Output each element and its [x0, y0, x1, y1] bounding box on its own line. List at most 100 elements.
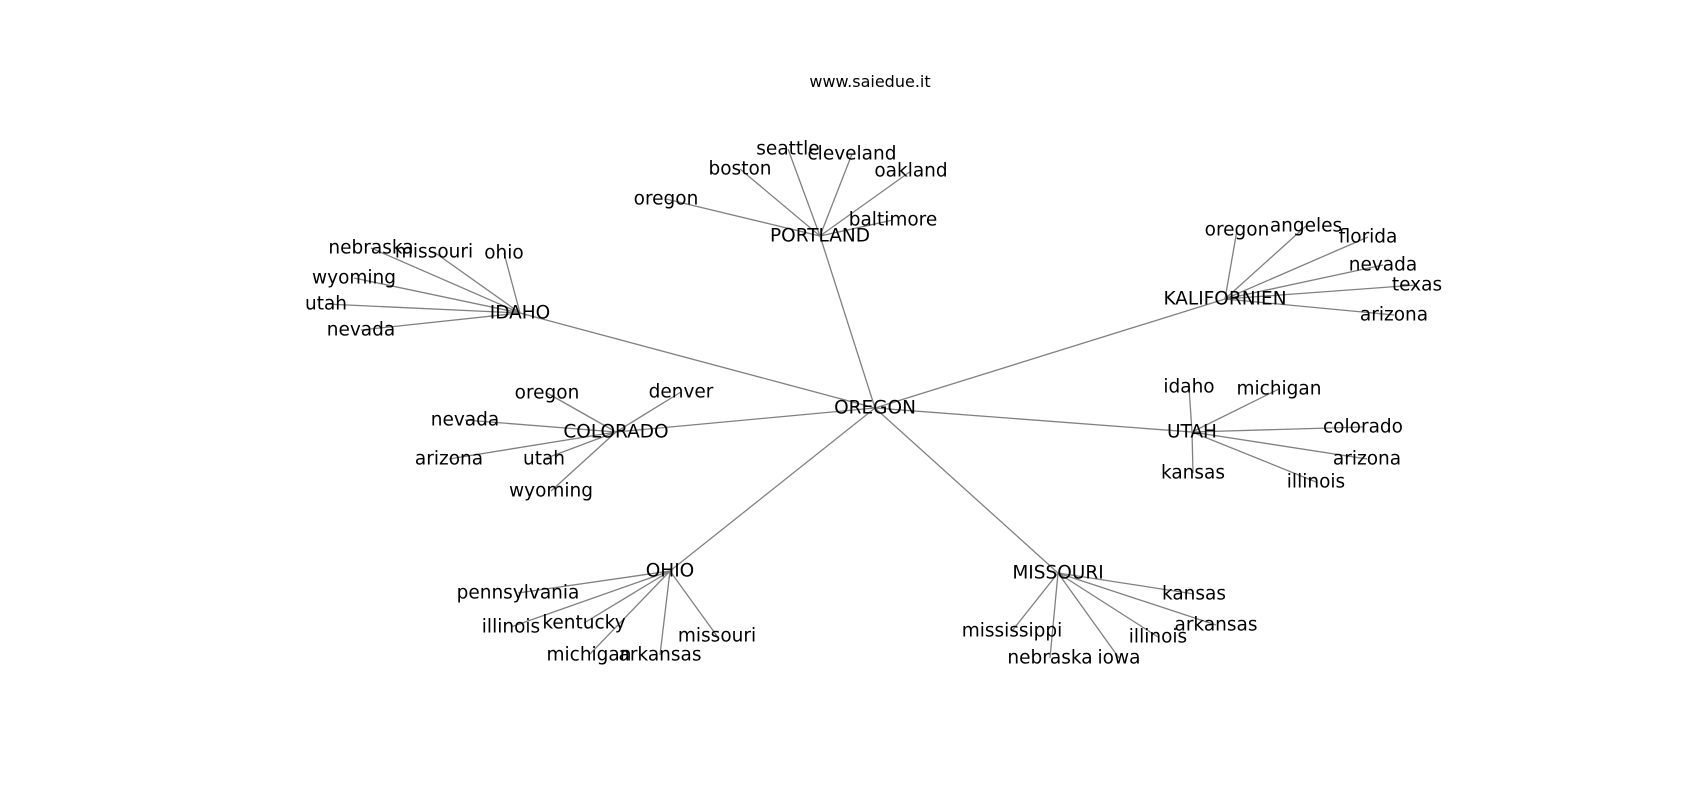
edge-missouri-illinois: [1057, 572, 1159, 638]
hub-node-label-ohio: OHIO: [646, 561, 695, 582]
edge-missouri-nebraska: [1049, 572, 1059, 659]
edge-utah-colorado: [1191, 426, 1364, 433]
leaf-node-label-portland-oakland: oakland: [874, 161, 947, 182]
leaf-node-label-kalifornien-texas: texas: [1392, 275, 1442, 296]
edge-ohio-arkansas: [659, 570, 671, 656]
leaf-node-label-utah-michigan: michigan: [1236, 379, 1321, 400]
leaf-node-label-idaho-wyoming: wyoming: [312, 268, 396, 289]
edge-colorado-oregon: [546, 392, 617, 433]
leaf-node-label-kalifornien-nevada: nevada: [1349, 255, 1417, 276]
edge-colorado-nevada: [464, 419, 617, 433]
leaf-node-label-ohio-michigan: michigan: [546, 645, 631, 666]
leaf-node-label-idaho-missouri: missouri: [395, 242, 473, 263]
leaf-node-label-portland-cleveland: cleveland: [808, 144, 897, 165]
edge-idaho-nevada: [360, 312, 521, 331]
edge-kalifornien-oregon: [1224, 229, 1238, 300]
leaf-node-label-utah-illinois: illinois: [1287, 472, 1345, 493]
leaf-node-label-kalifornien-angeles: angeles: [1270, 216, 1342, 237]
edge-idaho-wyoming: [353, 277, 521, 314]
leaf-node-label-portland-seattle: seattle: [756, 139, 819, 160]
edge-kalifornien-florida: [1224, 236, 1369, 300]
edge-utah-illinois: [1191, 431, 1317, 483]
edge-portland-seattle: [787, 148, 821, 237]
hub-node-label-utah: UTAH: [1167, 422, 1217, 443]
edge-portland-oakland: [819, 170, 912, 237]
hub-node-label-portland: PORTLAND: [770, 226, 870, 247]
leaf-node-label-kalifornien-oregon: oregon: [1205, 220, 1270, 241]
edge-kalifornien-nevada: [1224, 264, 1384, 300]
edge-utah-michigan: [1191, 388, 1280, 433]
edge-root-colorado: [615, 407, 876, 433]
edge-ohio-illinois: [510, 570, 671, 628]
edge-utah-kansas: [1191, 431, 1194, 474]
edge-colorado-wyoming: [550, 431, 617, 492]
leaf-node-label-portland-oregon: oregon: [634, 189, 699, 210]
hub-node-label-kalifornien: KALIFORNIEN: [1163, 289, 1286, 310]
leaf-node-label-idaho-ohio: ohio: [484, 243, 524, 264]
leaf-node-label-missouri-arkansas: arkansas: [1174, 615, 1257, 636]
hub-node-label-missouri: MISSOURI: [1012, 563, 1103, 584]
leaf-node-label-kalifornien-florida: florida: [1339, 227, 1398, 248]
hub-node-label-colorado: COLORADO: [563, 422, 668, 443]
leaf-node-label-colorado-utah: utah: [523, 449, 565, 470]
edge-ohio-missouri: [669, 570, 718, 637]
edge-kalifornien-texas: [1224, 284, 1418, 300]
leaf-node-label-missouri-kansas: kansas: [1162, 584, 1226, 605]
edge-kalifornien-arizona: [1224, 298, 1395, 316]
leaf-node-label-utah-arizona: arizona: [1333, 449, 1401, 470]
leaf-node-label-missouri-illinois: illinois: [1129, 627, 1187, 648]
edge-missouri-arkansas: [1057, 572, 1217, 626]
edge-root-missouri: [874, 407, 1059, 574]
leaf-node-label-ohio-illinois: illinois: [482, 617, 540, 638]
leaf-node-label-kalifornien-arizona: arizona: [1360, 305, 1428, 326]
edge-idaho-utah: [325, 303, 521, 314]
leaf-node-label-missouri-nebraska: nebraska: [1007, 648, 1092, 669]
edge-kalifornien-angeles: [1224, 225, 1307, 300]
edge-root-ohio: [669, 407, 876, 572]
leaf-node-label-utah-colorado: colorado: [1323, 417, 1403, 438]
leaf-node-label-colorado-nevada: nevada: [431, 410, 499, 431]
hub-node-label-idaho: IDAHO: [490, 303, 551, 324]
leaf-node-label-ohio-pennsylvania: pennsylvania: [457, 583, 580, 604]
leaf-node-label-portland-baltimore: baltimore: [849, 210, 938, 231]
leaf-node-label-utah-idaho: idaho: [1163, 377, 1214, 398]
edge-colorado-denver: [615, 391, 682, 433]
leaf-node-label-colorado-arizona: arizona: [415, 449, 483, 470]
edge-ohio-kentucky: [583, 570, 671, 624]
leaf-node-label-idaho-utah: utah: [305, 294, 347, 315]
leaf-node-label-ohio-arkansas: arkansas: [618, 645, 701, 666]
edge-utah-idaho: [1188, 386, 1193, 433]
edge-root-idaho: [519, 312, 876, 409]
edge-missouri-kansas: [1057, 572, 1195, 595]
leaf-node-label-colorado-oregon: oregon: [515, 383, 580, 404]
leaf-node-label-idaho-nebraska: nebraska: [328, 238, 413, 259]
edge-missouri-mississippi: [1011, 572, 1059, 632]
edge-root-portland: [819, 235, 876, 409]
edge-colorado-utah: [543, 431, 617, 460]
edge-idaho-ohio: [503, 252, 521, 314]
graph-edges: [325, 148, 1418, 659]
edge-utah-arizona: [1191, 431, 1368, 460]
edge-portland-cleveland: [819, 153, 853, 237]
root-node-label: OREGON: [834, 398, 916, 419]
leaf-node-label-ohio-kentucky: kentucky: [542, 613, 625, 634]
leaf-node-label-ohio-missouri: missouri: [678, 626, 756, 647]
edge-idaho-missouri: [433, 251, 521, 314]
edge-portland-baltimore: [819, 219, 894, 237]
graph-node-labels: OREGON PORTLAND oregon bostonseattleclevela…: [305, 139, 1442, 669]
leaf-node-label-portland-boston: boston: [709, 159, 772, 180]
leaf-node-label-missouri-mississippi: mississippi: [962, 621, 1063, 642]
edge-idaho-nebraska: [370, 247, 521, 314]
edge-portland-oregon: [665, 198, 821, 237]
edge-ohio-pennsylvania: [517, 570, 671, 594]
edge-portland-boston: [739, 168, 821, 237]
leaf-node-label-colorado-denver: denver: [649, 382, 714, 403]
edge-root-kalifornien: [874, 298, 1226, 409]
leaf-node-label-idaho-nevada: nevada: [327, 320, 395, 341]
leaf-node-label-colorado-wyoming: wyoming: [509, 481, 593, 502]
edge-missouri-iowa: [1057, 572, 1120, 659]
edge-root-utah: [874, 407, 1193, 433]
leaf-node-label-missouri-iowa: iowa: [1098, 648, 1141, 669]
leaf-node-label-utah-kansas: kansas: [1161, 463, 1225, 484]
